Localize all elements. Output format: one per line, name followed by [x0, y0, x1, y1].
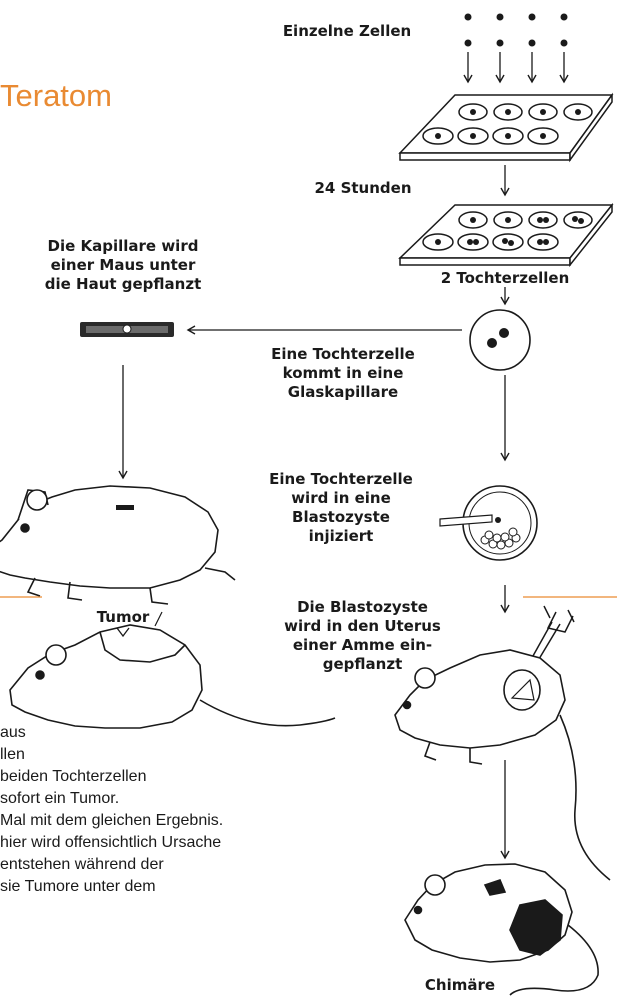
- paragraph-line: entstehen während der: [0, 854, 223, 876]
- label-line: wird in eine: [256, 489, 426, 508]
- label-tumor: Tumor: [88, 608, 158, 627]
- label-line: einer Amme ein-: [270, 636, 455, 655]
- paragraph-line: sofort ein Tumor.: [0, 788, 223, 810]
- label-24-hours: 24 Stunden: [303, 179, 423, 198]
- label-two-daughter-cells: 2 Tochterzellen: [425, 269, 585, 288]
- label-line: gepflanzt: [270, 655, 455, 674]
- paragraph-line: beiden Tochterzellen: [0, 766, 223, 788]
- paragraph-line: Mal mit dem gleichen Ergebnis.: [0, 810, 223, 832]
- paragraph-line: sie Tumore unter dem: [0, 876, 223, 898]
- blastocyst-injection-icon: [440, 486, 537, 560]
- surrogate-mouse: [395, 650, 610, 880]
- two-daughter-cells-icon: [470, 310, 530, 370]
- label-single-cells: Einzelne Zellen: [262, 22, 432, 41]
- label-line: kommt in eine: [258, 364, 428, 383]
- culture-plate-1: [400, 95, 612, 160]
- paragraph-line: aus: [0, 722, 223, 744]
- label-chimera: Chimäre: [415, 976, 505, 995]
- label-uterus-step: Die Blastozyste wird in den Uterus einer…: [270, 598, 455, 674]
- mouse-with-capillary: [0, 486, 235, 604]
- single-cells-dots: [465, 14, 568, 47]
- cells-to-plate-arrows: [468, 52, 564, 82]
- culture-plate-2: [400, 205, 612, 265]
- label-blastocyst-step: Eine Tochterzelle wird in eine Blastozys…: [256, 470, 426, 546]
- label-line: Die Blastozyste: [270, 598, 455, 617]
- label-line: Blastozyste: [256, 508, 426, 527]
- label-line: die Haut gepflanzt: [38, 275, 208, 294]
- glass-capillary-icon: [80, 322, 174, 337]
- label-line: injiziert: [256, 527, 426, 546]
- label-line: Eine Tochterzelle: [256, 470, 426, 489]
- label-line: Eine Tochterzelle: [258, 345, 428, 364]
- label-line: Glaskapillare: [258, 383, 428, 402]
- paragraph-line: hier wird offensichtlich Ursache: [0, 832, 223, 854]
- body-paragraph: aus llen beiden Tochterzellen sofort ein…: [0, 722, 223, 898]
- paragraph-line: llen: [0, 744, 223, 766]
- page-title: Teratom: [0, 78, 112, 114]
- label-line: wird in den Uterus: [270, 617, 455, 636]
- label-line: Die Kapillare wird: [38, 237, 208, 256]
- label-line: einer Maus unter: [38, 256, 208, 275]
- label-capillary-implant: Die Kapillare wird einer Maus unter die …: [38, 237, 208, 294]
- label-capillary-step: Eine Tochterzelle kommt in eine Glaskapi…: [258, 345, 428, 402]
